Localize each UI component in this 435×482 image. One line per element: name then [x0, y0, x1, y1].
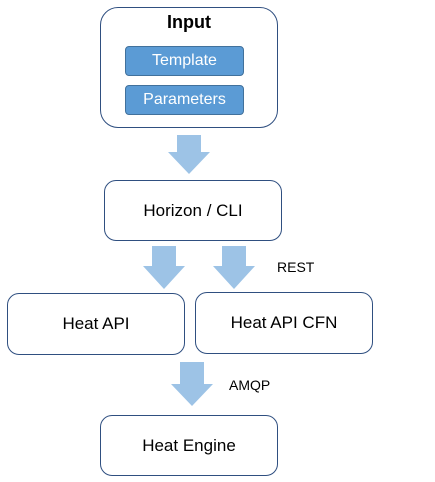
rest-label: REST [277, 259, 315, 275]
arrow-horizon-to-heat-api-cfn [213, 246, 255, 289]
horizon-cli-node: Horizon / CLI [104, 180, 282, 241]
amqp-label: AMQP [229, 377, 271, 393]
heat-engine-label: Heat Engine [142, 435, 236, 455]
arrow-input-to-horizon [168, 135, 210, 174]
arrow-heat-api-to-engine [171, 362, 213, 406]
heat-api-node: Heat API [7, 293, 185, 355]
heat-engine-node: Heat Engine [100, 415, 278, 476]
input-title: Input [167, 12, 211, 32]
template-item: Template [125, 46, 244, 76]
arrow-horizon-to-heat-api [143, 246, 185, 289]
heat-api-cfn-node: Heat API CFN [195, 292, 373, 354]
heat-api-cfn-label: Heat API CFN [230, 313, 338, 332]
heat-api-label: Heat API [62, 314, 130, 333]
parameters-item: Parameters [125, 85, 244, 115]
horizon-cli-label: Horizon / CLI [143, 200, 243, 220]
